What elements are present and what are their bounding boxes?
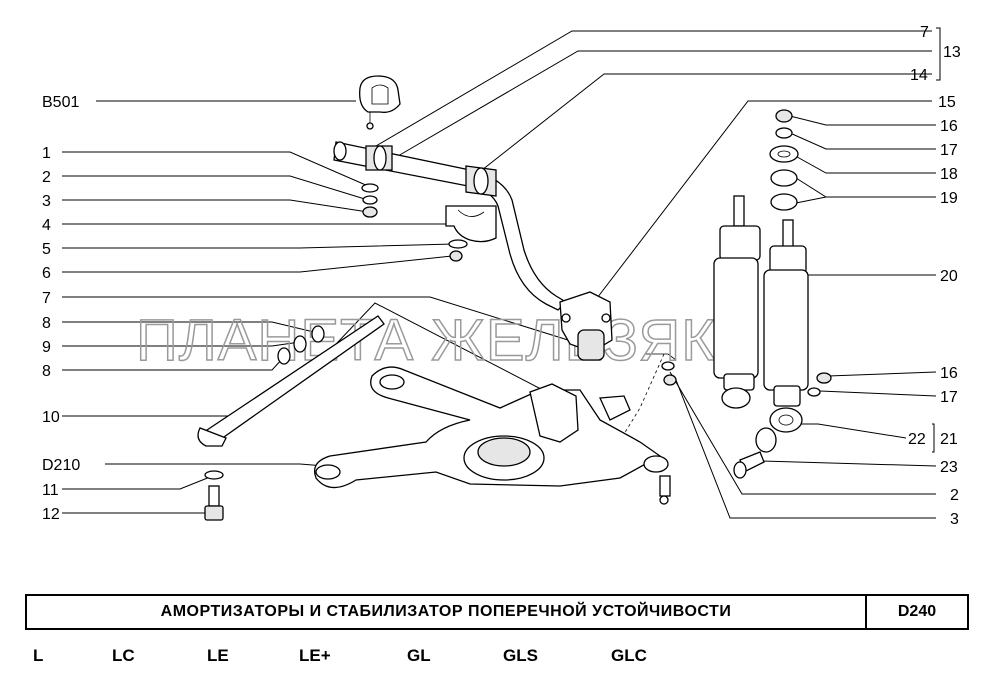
watermark: ПЛАНЕТА ЖЕЛЕЗЯКА: [136, 308, 756, 373]
callout-1: 1: [42, 145, 51, 162]
callout-2r: 2: [950, 487, 959, 504]
callout-11: 11: [42, 482, 59, 499]
diagram-code: D240: [865, 596, 967, 628]
callout-20: 20: [940, 268, 958, 285]
callout-10: 10: [42, 409, 60, 426]
diagram-title: АМОРТИЗАТОРЫ И СТАБИЛИЗАТОР ПОПЕРЕЧНОЙ У…: [160, 603, 732, 620]
variant-l: L: [33, 646, 44, 665]
callout-19: 19: [940, 190, 958, 207]
callouts-right: 7 13 14 15 16 17 18 19 20 16 17 22 21 23…: [908, 24, 961, 528]
variant-lc: LC: [112, 646, 135, 665]
callout-12: 12: [42, 506, 60, 523]
callout-17b: 17: [940, 389, 958, 406]
callout-21: 21: [940, 431, 958, 448]
part-top-mount-16-19: [769, 109, 799, 211]
part-clamp-15: [559, 291, 613, 361]
callout-22: 22: [908, 431, 926, 448]
callout-8b: 8: [42, 363, 51, 380]
callout-7: 7: [42, 290, 51, 307]
callout-23: 23: [940, 459, 958, 476]
callout-3r: 3: [950, 511, 959, 528]
callouts-left: B501 1 2 3 4 5 6 7 8 9 8 10 D210 11 12: [42, 94, 80, 523]
callout-16b: 16: [940, 365, 958, 382]
callout-b501: B501: [42, 94, 79, 111]
title-block: АМОРТИЗАТОРЫ И СТАБИЛИЗАТОР ПОПЕРЕЧНОЙ У…: [25, 594, 969, 630]
callout-3: 3: [42, 193, 51, 210]
callout-14: 14: [910, 67, 928, 84]
callout-18: 18: [940, 166, 958, 183]
part-nuts-2-3: [661, 361, 677, 386]
part-shock-absorber-left: [713, 195, 761, 409]
part-link-10: [197, 315, 385, 447]
part-bracket-b501: [359, 75, 401, 130]
part-washers-1-3: [361, 183, 379, 218]
callout-16a: 16: [940, 118, 958, 135]
callout-7r: 7: [920, 24, 929, 41]
part-stabilizer-bar: [333, 141, 568, 311]
part-lower-mount-16-23: [733, 372, 832, 479]
part-lower-arm-d210: [313, 366, 671, 505]
callout-2: 2: [42, 169, 51, 186]
leader-lines: [62, 27, 941, 519]
trim-variants: L LC LE LE+ GL GLS GLC: [0, 646, 995, 674]
part-bushing-4: [445, 205, 497, 243]
callout-9: 9: [42, 339, 51, 356]
variant-gl: GL: [407, 646, 431, 665]
variant-le: LE: [207, 646, 229, 665]
variant-gls: GLS: [503, 646, 538, 665]
part-shock-absorber-right: [763, 219, 809, 433]
callout-4: 4: [42, 217, 51, 234]
callout-13: 13: [943, 44, 961, 61]
callout-15: 15: [938, 94, 956, 111]
callout-5: 5: [42, 241, 51, 258]
callout-6: 6: [42, 265, 51, 282]
callout-d210: D210: [42, 457, 80, 474]
part-washer-5-6: [448, 239, 468, 262]
part-bolt-11-12: [204, 470, 224, 521]
callout-17a: 17: [940, 142, 958, 159]
callout-8a: 8: [42, 315, 51, 332]
variant-glc: GLC: [611, 646, 647, 665]
variant-le-plus: LE+: [299, 646, 331, 665]
